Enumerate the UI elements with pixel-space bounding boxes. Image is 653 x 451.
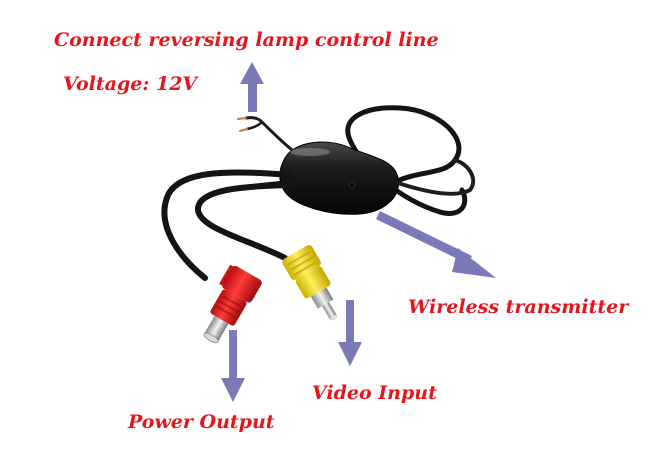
reversing-line-label: Connect reversing lamp control line <box>54 29 439 51</box>
transmitter-box <box>279 141 400 215</box>
reversing-wire <box>244 116 294 152</box>
arrow-reversing-line <box>240 62 264 112</box>
power-output-label: Power Output <box>128 411 275 433</box>
video-connector <box>282 245 338 321</box>
voltage-label: Voltage: 12V <box>63 73 198 95</box>
arrow-power-output <box>221 330 245 402</box>
video-input-label: Video Input <box>312 382 437 404</box>
video-cable <box>195 182 295 261</box>
arrow-wireless-transmitter <box>376 210 496 278</box>
power-cable <box>161 169 293 281</box>
wireless-transmitter-label: Wireless transmitter <box>408 296 629 318</box>
power-connector <box>203 264 262 344</box>
arrow-video-input <box>338 300 362 366</box>
